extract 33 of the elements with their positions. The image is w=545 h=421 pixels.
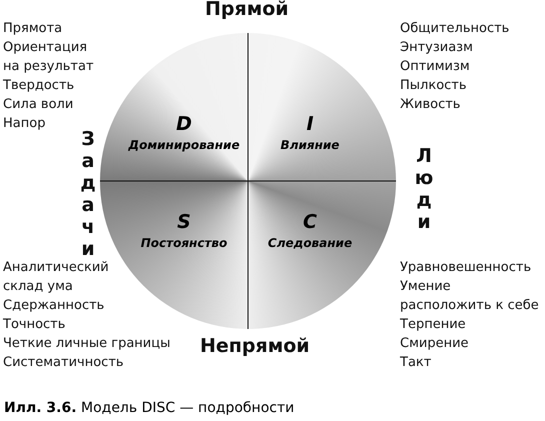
trait-label: Точность	[3, 316, 66, 334]
trait-label: Смирение	[400, 335, 469, 353]
trait-label: Умение расположить к себе	[400, 278, 540, 315]
quadrant-letter: C	[302, 211, 318, 233]
trait-label: Оптимизм	[400, 58, 470, 76]
trait-label: Такт	[400, 354, 432, 372]
quadrant-label: Следование	[266, 236, 354, 250]
quadrant-letter: D	[175, 113, 193, 135]
trait-label: Четкие личные границы	[3, 335, 170, 353]
axis-label: Непрямой	[200, 337, 310, 356]
quadrant-letter: I	[305, 113, 315, 135]
quadrant-label: Влияние	[280, 138, 340, 152]
trait-label: Пылкость	[400, 77, 467, 95]
figure-caption: Илл. 3.6. Модель DISC — подробности	[4, 400, 294, 416]
trait-label: Энтузиазм	[400, 39, 473, 57]
axis-label: Прямой	[205, 0, 289, 19]
trait-label: Ориентация на результат	[3, 39, 95, 76]
trait-label: Систематичность	[3, 354, 124, 372]
quadrant-label: Доминирование	[127, 138, 241, 152]
trait-label: Общительность	[400, 20, 510, 38]
trait-label: Терпение	[400, 316, 466, 334]
trait-label: Аналитический склад ума	[3, 259, 110, 296]
trait-label: Прямота	[3, 20, 62, 38]
trait-label: Живость	[400, 96, 460, 114]
trait-label: Твердость	[3, 77, 74, 95]
axis-label: Люди	[414, 145, 434, 233]
trait-label: Сдержанность	[3, 297, 104, 315]
trait-label: Уравновешенность	[400, 259, 532, 277]
trait-label: Напор	[3, 115, 46, 133]
trait-label: Сила воли	[3, 96, 74, 114]
quadrant-label: Постоянство	[140, 236, 228, 250]
axis-label: Задачи	[79, 128, 97, 260]
quadrant-letter: S	[176, 211, 192, 233]
